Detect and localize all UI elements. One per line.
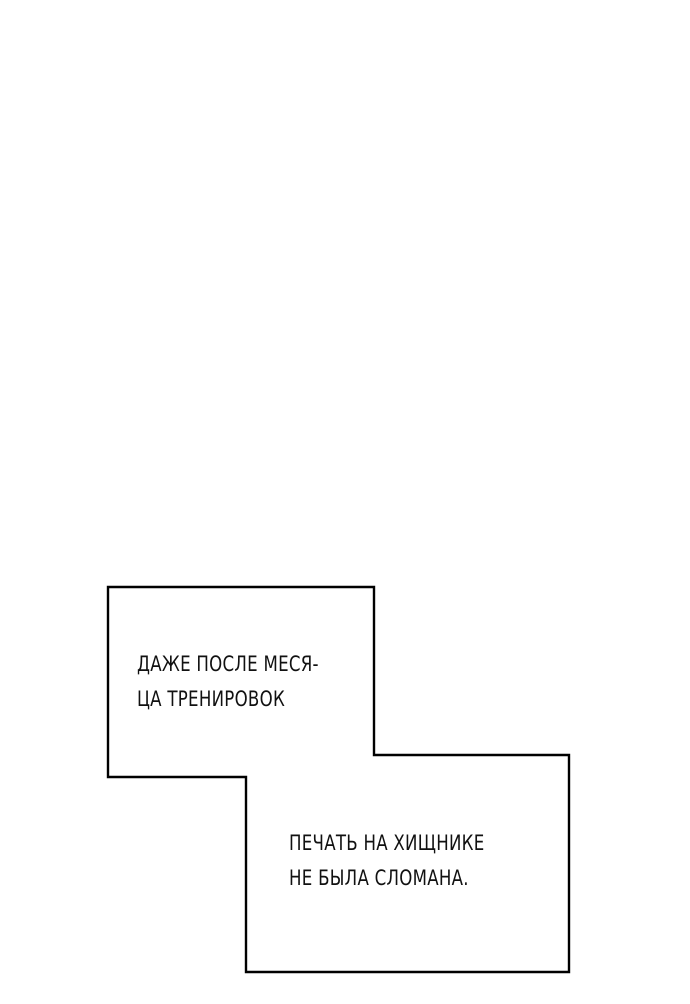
caption-text-second: ПЕЧАТЬ НА ХИЩНИКЕ НЕ БЫЛА СЛОМАНА. (289, 826, 511, 896)
caption-first-line-2: ЦА ТРЕНИРОВОК (137, 687, 286, 711)
caption-second-line-2: НЕ БЫЛА СЛОМАНА. (289, 866, 469, 890)
caption-box-outline (106, 585, 571, 974)
caption-second-line-1: ПЕЧАТЬ НА ХИЩНИКЕ (289, 831, 485, 855)
caption-text-first: ДАЖЕ ПОСЛЕ МЕСЯ- ЦА ТРЕНИРОВОК (137, 647, 344, 717)
caption-first-line-1: ДАЖЕ ПОСЛЕ МЕСЯ- (137, 652, 319, 676)
